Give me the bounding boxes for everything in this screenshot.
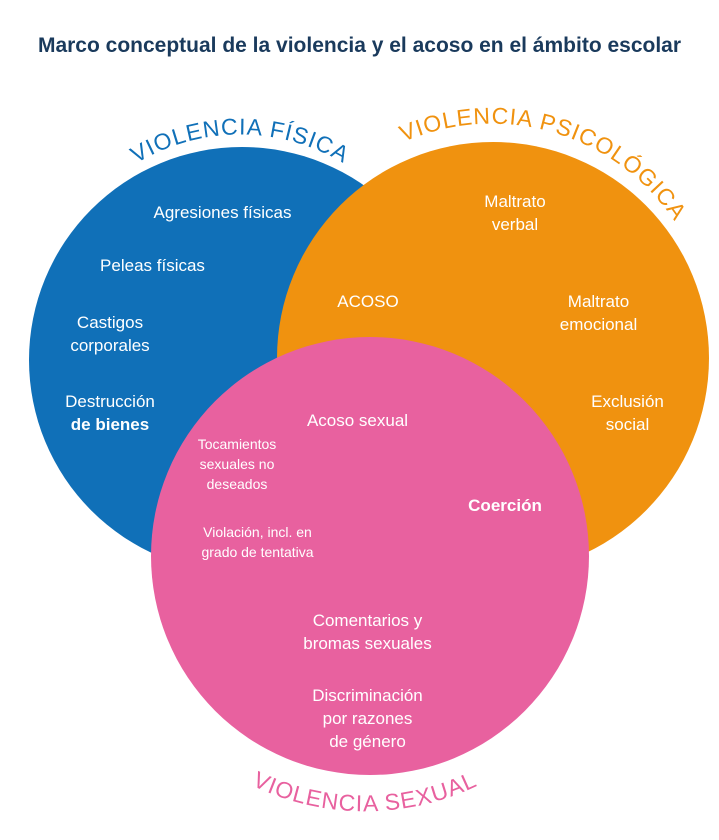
item-acoso: ACOSO <box>337 292 399 311</box>
item-line: Maltrato <box>484 192 546 211</box>
item-line: Maltrato <box>567 292 630 311</box>
item-line: Coerción <box>468 496 542 515</box>
item-line: Comentarios y <box>312 611 423 630</box>
item-line: de género <box>329 732 406 751</box>
item-line: de bienes <box>70 415 150 434</box>
item-line: sexuales no <box>199 456 275 472</box>
item-castigos-corporales: Castigos corporales <box>40 311 180 357</box>
diagram-title: Marco conceptual de la violencia y el ac… <box>37 34 682 57</box>
item-line: deseados <box>206 476 268 492</box>
item-line: Destrucción <box>65 392 155 411</box>
item-maltrato-verbal: Maltrato verbal <box>455 190 575 236</box>
item-tocamientos: Tocamientos sexuales no deseados <box>172 434 302 494</box>
item-exclusion-social: Exclusión social <box>565 390 690 436</box>
item-line: bromas sexuales <box>303 634 432 653</box>
item-peleas-fisicas: Peleas físicas <box>100 256 205 275</box>
sexual-violence-circle <box>151 337 589 775</box>
item-line: corporales <box>70 336 150 355</box>
item-maltrato-emocional: Maltrato emocional <box>536 290 661 336</box>
item-line: Exclusión <box>591 392 664 411</box>
item-line: Castigos <box>76 313 144 332</box>
item-line: grado de tentativa <box>201 544 314 560</box>
item-line: Discriminación <box>312 686 423 705</box>
item-line: por razones <box>322 709 413 728</box>
item-comentarios-bromas: Comentarios y bromas sexuales <box>275 609 460 655</box>
item-line: verbal <box>491 215 539 234</box>
item-line: Tocamientos <box>197 436 277 452</box>
item-coercion: Coerción <box>440 494 570 517</box>
item-agresiones-fisicas: Agresiones físicas <box>153 203 292 222</box>
item-line: social <box>605 415 650 434</box>
item-destruccion-bienes: Destrucción de bienes <box>40 390 180 436</box>
item-violacion: Violación, incl. en grado de tentativa <box>170 522 345 562</box>
item-acoso-sexual: Acoso sexual <box>306 411 409 430</box>
item-line: emocional <box>559 315 638 334</box>
item-discriminacion-genero: Discriminación por razones de género <box>280 684 455 753</box>
item-line: Violación, incl. en <box>203 524 312 540</box>
